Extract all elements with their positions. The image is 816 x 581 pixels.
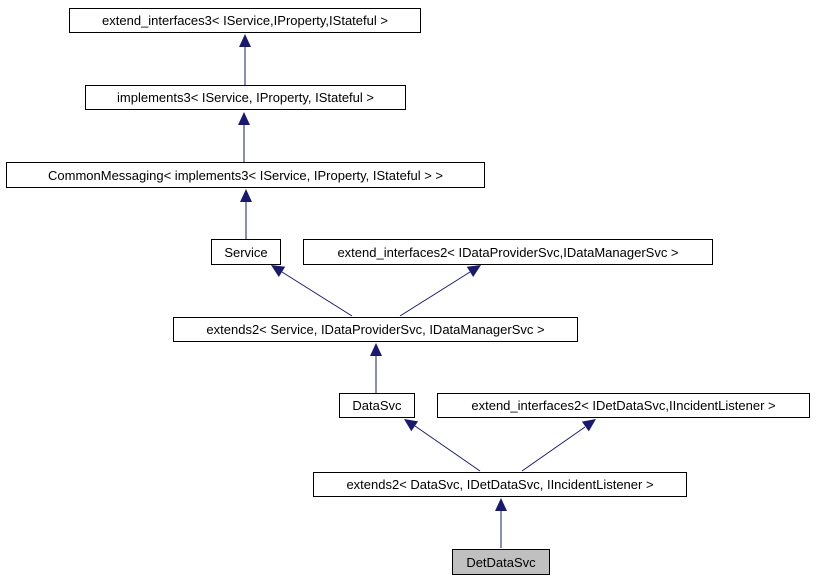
class-node-commonmessaging[interactable]: CommonMessaging< implements3< IService, … [6,162,485,188]
class-node-implements3[interactable]: implements3< IService, IProperty, IState… [85,85,406,110]
edge-datasvc-to-extends2service-arrow [370,343,382,393]
class-node-service[interactable]: Service [211,239,281,265]
edge-extends2service-to-service-arrow [271,265,353,317]
class-node-extend-interfaces2-detdatasvc[interactable]: extend_interfaces2< IDetDataSvc,IInciden… [437,393,810,418]
class-node-extend-interfaces3[interactable]: extend_interfaces3< IService,IProperty,I… [69,8,421,33]
class-node-extends2-datasvc[interactable]: extends2< DataSvc, IDetDataSvc, IInciden… [313,472,687,497]
edge-extends2service-to-extendinterfaces2data-arrow [399,265,481,317]
edge-extends2datasvc-to-datasvc-arrow [404,419,481,472]
edge-service-to-commonmessaging-arrow [240,189,252,239]
edge-detdatasvc-to-extends2datasvc-arrow [495,498,507,548]
class-node-detdatasvc-current: DetDataSvc [452,549,550,575]
class-node-extends2-service[interactable]: extends2< Service, IDataProviderSvc, IDa… [173,317,578,342]
edge-extends2datasvc-to-extendinterfaces2det-arrow [521,419,596,472]
edge-implements3-to-extend-interfaces3-arrow [239,34,251,85]
class-node-extend-interfaces2-dataprovider[interactable]: extend_interfaces2< IDataProviderSvc,IDa… [303,239,713,265]
edge-commonmessaging-to-implements3-arrow [238,112,250,162]
class-node-datasvc[interactable]: DataSvc [339,393,415,418]
